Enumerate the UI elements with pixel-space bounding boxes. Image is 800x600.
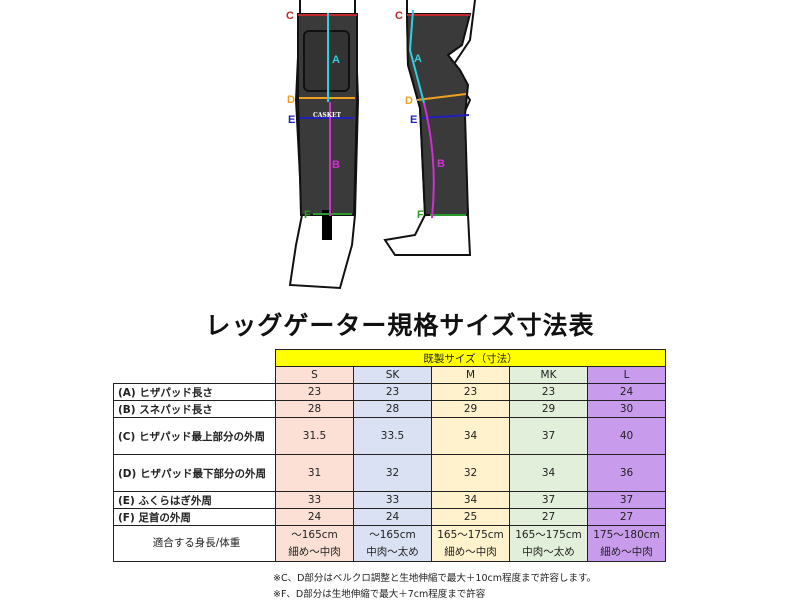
size-header: SK <box>353 366 432 384</box>
value-cell: 37 <box>509 417 588 455</box>
fit-cell: 165～175cm 細め～中肉 <box>431 525 510 562</box>
value-cell: 23 <box>509 383 588 401</box>
size-header: S <box>275 366 354 384</box>
row-label: (E) ふくらはぎ外周 <box>113 491 276 509</box>
svg-text:E: E <box>410 114 417 126</box>
height-range: ～165cm <box>369 528 416 541</box>
value-cell: 29 <box>431 400 510 418</box>
svg-text:F: F <box>417 209 424 221</box>
note: ※F、D部分は生地伸縮で最大＋7cm程度まで許容 <box>273 589 486 600</box>
row-label: 適合する身長/体重 <box>113 525 276 562</box>
value-cell: 37 <box>509 491 588 509</box>
value-cell: 31.5 <box>275 417 354 455</box>
fit-cell: 175～180cm 細め～中肉 <box>587 525 666 562</box>
side-leg: C A DE B F <box>383 0 476 256</box>
value-cell: 24 <box>275 508 354 526</box>
fit-cell: ～165cm 中肉～太め <box>353 525 432 562</box>
row-label: (F) 足首の外周 <box>113 508 276 526</box>
build: 細め～中肉 <box>288 545 341 558</box>
build: 中肉～太め <box>366 545 419 558</box>
value-cell: 37 <box>587 491 666 509</box>
value-cell: 31 <box>275 454 354 492</box>
svg-text:A: A <box>414 53 422 65</box>
svg-text:B: B <box>332 159 340 171</box>
svg-text:A: A <box>332 54 340 66</box>
value-cell: 25 <box>431 508 510 526</box>
svg-text:B: B <box>437 158 445 170</box>
value-cell: 24 <box>353 508 432 526</box>
height-range: 165～175cm <box>437 528 504 541</box>
svg-text:D: D <box>287 94 295 106</box>
svg-text:C: C <box>395 10 403 22</box>
value-cell: 29 <box>509 400 588 418</box>
value-cell: 28 <box>353 400 432 418</box>
height-range: ～165cm <box>291 528 338 541</box>
row-label: (A) ヒザパッド長さ <box>113 383 276 401</box>
value-cell: 33 <box>275 491 354 509</box>
value-cell: 23 <box>431 383 510 401</box>
value-cell: 34 <box>431 417 510 455</box>
value-cell: 28 <box>275 400 354 418</box>
value-cell: 40 <box>587 417 666 455</box>
leg-gaiter-illustration: CASKET CA DE BF CA DE BF <box>286 0 476 290</box>
note: ※C、D部分はベルクロ調整と生地伸縮で最大＋10cm程度まで許容します。 <box>273 573 597 584</box>
value-cell: 23 <box>275 383 354 401</box>
value-cell: 33 <box>353 491 432 509</box>
page-title: レッグゲーター規格サイズ寸法表 <box>205 311 595 340</box>
svg-text:E: E <box>288 114 295 126</box>
group-header: 既製サイズ（寸法） <box>275 349 666 367</box>
row-label: (D) ヒザパッド最下部分の外周 <box>113 454 276 492</box>
front-leg: CASKET C A DE B F <box>286 0 360 290</box>
fit-cell: 165～175cm 中肉～太め <box>509 525 588 562</box>
value-cell: 27 <box>509 508 588 526</box>
value-cell: 36 <box>587 454 666 492</box>
fit-row: 適合する身長/体重 ～165cm 細め～中肉 ～165cm 中肉～太め 165～17… <box>113 525 666 562</box>
value-cell: 32 <box>353 454 432 492</box>
value-cell: 23 <box>353 383 432 401</box>
svg-text:D: D <box>405 95 413 107</box>
value-cell: 30 <box>587 400 666 418</box>
row-label: (C) ヒザパッド最上部分の外周 <box>113 417 276 455</box>
height-range: 165～175cm <box>515 528 582 541</box>
height-range: 175～180cm <box>593 528 660 541</box>
svg-text:F: F <box>304 209 311 221</box>
value-cell: 34 <box>509 454 588 492</box>
size-header: M <box>431 366 510 384</box>
build: 細め～中肉 <box>444 545 497 558</box>
row-label: (B) スネパッド長さ <box>113 400 276 418</box>
value-cell: 32 <box>431 454 510 492</box>
size-header: L <box>587 366 666 384</box>
brand-logo: CASKET <box>313 112 342 119</box>
value-cell: 24 <box>587 383 666 401</box>
value-cell: 27 <box>587 508 666 526</box>
size-header: MK <box>509 366 588 384</box>
value-cell: 34 <box>431 491 510 509</box>
svg-text:C: C <box>286 10 294 22</box>
build: 中肉～太め <box>522 545 575 558</box>
build: 細め～中肉 <box>600 545 653 558</box>
fit-cell: ～165cm 細め～中肉 <box>275 525 354 562</box>
value-cell: 33.5 <box>353 417 432 455</box>
